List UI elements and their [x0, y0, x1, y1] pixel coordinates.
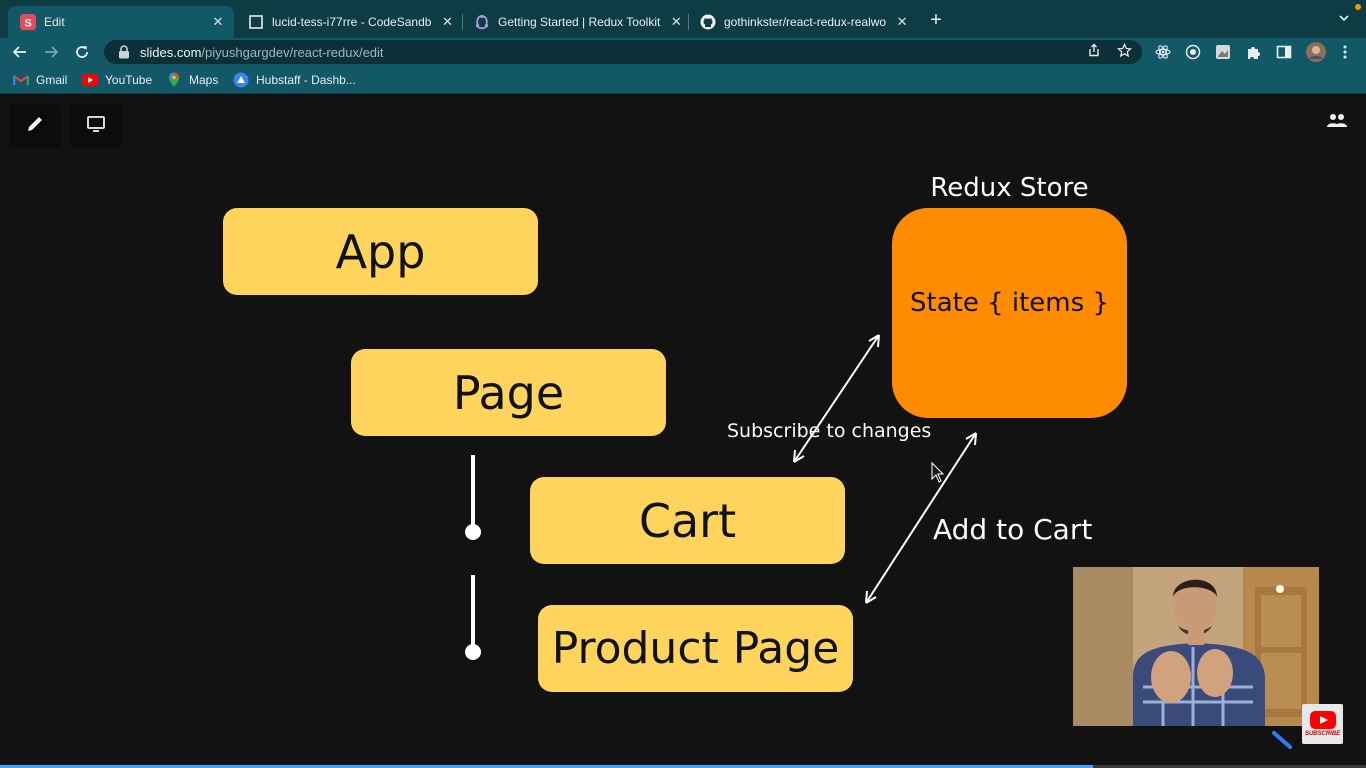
tree-connector-cart: [465, 455, 481, 540]
tab-divider: [462, 14, 463, 30]
bookmark-gmail[interactable]: Gmail: [13, 71, 67, 89]
edit-pencil-button[interactable]: [9, 104, 61, 148]
share-icon[interactable]: [1086, 42, 1102, 58]
cart-label: Cart: [638, 493, 737, 548]
bookmarks-bar: Gmail YouTube Maps Hubstaff - Dashb...: [0, 66, 1366, 94]
tab-redux-toolkit[interactable]: Getting Started | Redux Toolkit ✕: [462, 6, 688, 38]
monitor-icon: [86, 115, 106, 138]
tab-codesandbox[interactable]: lucid-tess-i77rre - CodeSandb ✕: [236, 6, 460, 38]
tree-connector-product-page: [465, 575, 481, 660]
url-host: slides.com: [140, 44, 202, 60]
record-extension-icon[interactable]: [1185, 44, 1201, 60]
tab-strip: S Edit ✕ lucid-tess-i77rre - CodeSandb ✕…: [0, 0, 1366, 38]
add-to-cart-arrow-label: Add to Cart: [933, 513, 1093, 546]
bookmark-hubstaff[interactable]: Hubstaff - Dashb...: [233, 71, 356, 89]
bookmark-label: Gmail: [36, 73, 68, 87]
add-to-cart-double-arrow: [865, 432, 977, 604]
tab-title: Getting Started | Redux Toolkit: [498, 15, 661, 29]
collaborators-icon[interactable]: [1326, 110, 1348, 130]
new-tab-button[interactable]: +: [930, 9, 942, 31]
close-tab-icon[interactable]: ✕: [670, 14, 682, 29]
page-component-box[interactable]: Page: [351, 349, 666, 436]
update-indicator: [1355, 4, 1361, 10]
webcam-presenter-video: [1073, 567, 1319, 726]
present-button[interactable]: [70, 104, 122, 148]
close-tab-icon[interactable]: ✕: [212, 14, 224, 29]
close-tab-icon[interactable]: ✕: [441, 14, 453, 29]
maps-icon: [166, 72, 182, 88]
redux-store-title: Redux Store: [930, 173, 1089, 203]
slide-stage: App Page Cart Product Page Redux Store S…: [0, 95, 1366, 768]
tab-title: gothinkster/react-redux-realwo: [724, 15, 887, 29]
hubstaff-icon: [233, 72, 249, 88]
menu-kebab-icon[interactable]: [1337, 44, 1353, 60]
react-devtools-icon[interactable]: [1155, 44, 1171, 60]
tab-title: Edit: [44, 15, 65, 29]
mouse-cursor-icon: [931, 461, 945, 483]
corner-swoosh-icon: [1272, 731, 1292, 749]
redux-store-box[interactable]: State { items }: [892, 208, 1127, 418]
codesandbox-icon: [248, 14, 264, 30]
tab-divider: [688, 14, 689, 30]
bookmark-star-icon[interactable]: [1116, 42, 1132, 58]
forward-icon[interactable]: [40, 41, 62, 63]
tab-edit[interactable]: S Edit ✕: [8, 6, 234, 38]
app-component-box[interactable]: App: [223, 208, 538, 295]
cart-component-box[interactable]: Cart: [530, 477, 845, 564]
product-page-label: Product Page: [551, 623, 840, 674]
bookmark-youtube[interactable]: YouTube: [82, 71, 152, 89]
tab-github[interactable]: gothinkster/react-redux-realwo ✕: [688, 6, 914, 38]
lock-icon[interactable]: [116, 44, 132, 60]
svg-text:S: S: [24, 18, 31, 30]
subscribe-double-arrow: [793, 334, 880, 463]
subscribe-arrow-label: Subscribe to changes: [727, 420, 932, 442]
bookmark-label: YouTube: [105, 73, 153, 87]
back-icon[interactable]: [9, 41, 31, 63]
tab-title: lucid-tess-i77rre - CodeSandb: [272, 15, 432, 29]
pencil-icon: [25, 114, 45, 139]
bookmark-label: Maps: [189, 73, 219, 87]
video-progress-fill: [0, 765, 1093, 768]
browser-toolbar: slides.com/piyushgargdev/react-redux/edi…: [0, 38, 1366, 66]
url-path: /piyushgargdev/react-redux/edit: [201, 44, 384, 60]
side-panel-icon[interactable]: [1276, 44, 1292, 60]
video-progress-bar[interactable]: [0, 765, 1366, 768]
store-state-label: State { items }: [910, 288, 1109, 318]
extensions-puzzle-icon[interactable]: [1246, 44, 1262, 60]
page-label: Page: [452, 365, 565, 420]
url-text: slides.com/piyushgargdev/react-redux/edi…: [140, 45, 384, 60]
diagram-connectors: [465, 334, 1292, 749]
subscribe-button[interactable]: SUBSCRIBE: [1302, 704, 1343, 744]
github-icon: [700, 14, 716, 30]
slides-s-icon: S: [20, 14, 36, 30]
youtube-play-icon: [1309, 711, 1336, 729]
gmail-icon: [13, 72, 29, 88]
product-page-component-box[interactable]: Product Page: [538, 605, 853, 692]
redux-icon: [474, 14, 490, 30]
tab-search-chevron-icon[interactable]: [1336, 12, 1352, 28]
youtube-icon: [82, 72, 98, 88]
image-extension-icon[interactable]: [1215, 44, 1231, 60]
reload-icon[interactable]: [71, 41, 93, 63]
bookmark-maps[interactable]: Maps: [166, 71, 218, 89]
bookmark-label: Hubstaff - Dashb...: [256, 73, 356, 87]
address-bar[interactable]: slides.com/piyushgargdev/react-redux/edi…: [104, 40, 1142, 64]
app-label: App: [335, 224, 426, 279]
profile-avatar[interactable]: [1306, 42, 1326, 62]
close-tab-icon[interactable]: ✕: [896, 14, 908, 29]
subscribe-label: SUBSCRIBE: [1304, 731, 1341, 737]
